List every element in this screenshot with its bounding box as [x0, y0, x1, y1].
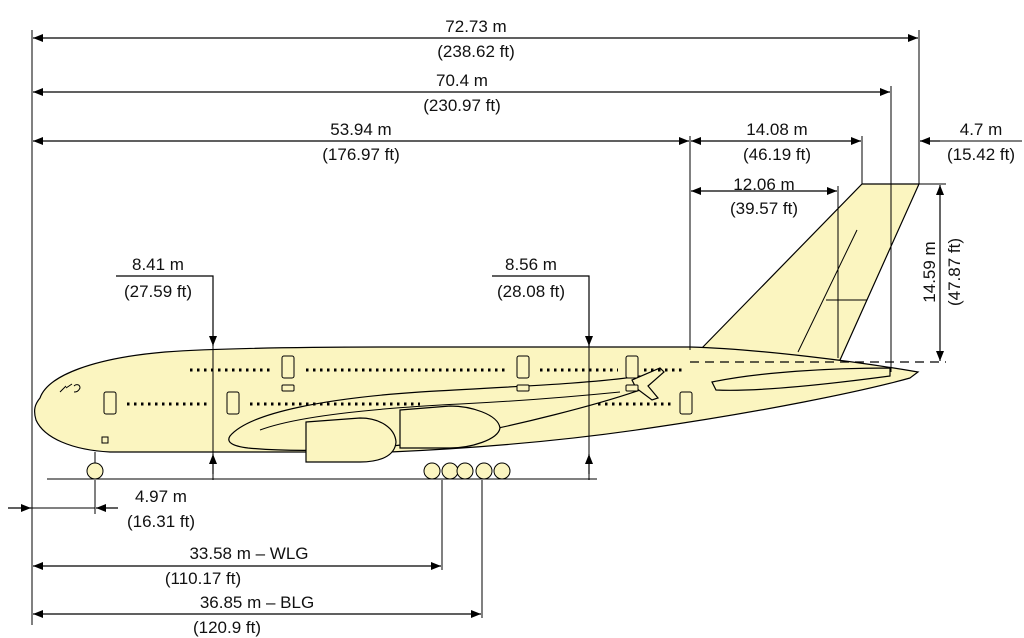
tail-tip-ft: (15.42 ft) [947, 145, 1015, 164]
tail-span-lower-m: 12.06 m [733, 175, 794, 194]
fuselage-height-fwd-ft: (27.59 ft) [124, 282, 192, 301]
overall-length-ft: (238.62 ft) [437, 42, 515, 61]
horizontal-stabilizer [711, 367, 891, 391]
body-gear-wheel [475, 462, 493, 480]
dimension-labels: 72.73 m (238.62 ft) 70.4 m (230.97 ft) 5… [124, 17, 1015, 637]
wlg-m: 33.58 m – WLG [189, 544, 308, 563]
wing-gear-wheel [441, 462, 459, 480]
tail-span-upper-ft: (46.19 ft) [743, 145, 811, 164]
cockpit-window [59, 383, 81, 393]
engine-outboard [305, 417, 397, 463]
hatch [101, 436, 109, 444]
door [103, 391, 117, 415]
landing-gear [86, 452, 511, 480]
blg-ft: (120.9 ft) [193, 618, 261, 637]
door [226, 391, 240, 415]
door [625, 355, 639, 379]
winglet [631, 367, 665, 401]
rudder-line [797, 229, 858, 353]
tail-span-upper-m: 14.08 m [746, 120, 807, 139]
door [625, 384, 639, 392]
wing-inner-line [259, 391, 621, 431]
engine-inboard [399, 405, 501, 449]
tail-height-ft: (47.87 ft) [945, 238, 964, 306]
nose-gear-m: 4.97 m [135, 487, 187, 506]
extension-lines [31, 30, 946, 625]
fwd-length-ft: (176.97 ft) [322, 145, 400, 164]
door [516, 384, 530, 392]
door [516, 355, 530, 379]
wing-gear-wheel [456, 462, 474, 480]
tail-height-m: 14.59 m [920, 241, 939, 302]
door [679, 391, 693, 415]
fwd-length-m: 53.94 m [330, 120, 391, 139]
fuselage-height-fwd-m: 8.41 m [132, 255, 184, 274]
nose-gear-ft: (16.31 ft) [127, 512, 195, 531]
door [281, 355, 295, 379]
nose-gear-wheel [86, 462, 104, 480]
tail-tip-m: 4.7 m [960, 120, 1003, 139]
blg-m: 36.85 m – BLG [200, 593, 314, 612]
aircraft-side-view-icon [34, 183, 920, 480]
wing-gear-wheel [423, 462, 441, 480]
tail-length-m: 70.4 m [436, 71, 488, 90]
fuselage-height-aft-ft: (28.08 ft) [497, 282, 565, 301]
dimension-lines [8, 34, 1022, 618]
tail-span-lower-ft: (39.57 ft) [730, 199, 798, 218]
fuselage-height-aft-m: 8.56 m [505, 255, 557, 274]
fuselage-height-fwd-leader [116, 275, 217, 346]
door [281, 384, 295, 392]
overall-length-m: 72.73 m [445, 17, 506, 36]
fuselage-height-aft-leader [492, 275, 593, 346]
tail-length-ft: (230.97 ft) [423, 96, 501, 115]
body-gear-wheel [493, 462, 511, 480]
wlg-ft: (110.17 ft) [165, 569, 241, 588]
